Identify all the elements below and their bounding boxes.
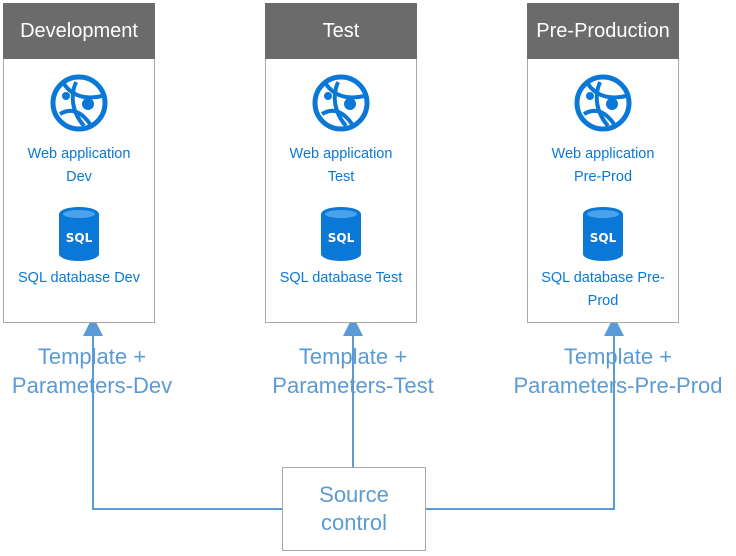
svg-text:SQL: SQL — [328, 231, 355, 245]
environment-development: Development Web application Dev SQL SQL … — [3, 3, 155, 323]
sql-database-icon: SQL — [321, 207, 361, 261]
arrow-to-pre-production — [426, 316, 624, 510]
globe-web-app-icon — [312, 74, 370, 132]
svg-text:SQL: SQL — [66, 231, 93, 245]
environment-title: Pre-Production — [527, 3, 679, 59]
sql-db-label: SQL database Dev — [18, 270, 140, 286]
globe-web-app-icon — [50, 74, 108, 132]
source-control-box: Source control — [282, 467, 426, 551]
template-parameters-test: Template + Parameters-Test — [272, 344, 434, 398]
arrow-to-development — [83, 316, 282, 510]
environment-test: Test Web application Test SQL SQL databa… — [265, 3, 417, 323]
svg-text:SQL: SQL — [590, 231, 617, 245]
web-app-label: Web application Test — [289, 146, 393, 185]
web-app-label: Web application Dev — [27, 146, 131, 185]
sql-db-label: SQL database Test — [279, 270, 403, 286]
environment-pre-production: Pre-Production Web application Pre-Prod … — [527, 3, 679, 323]
environment-title: Development — [3, 3, 155, 59]
globe-web-app-icon — [574, 74, 632, 132]
sql-database-icon: SQL — [583, 207, 623, 261]
sql-database-icon: SQL — [59, 207, 99, 261]
sql-db-label: SQL database Pre- Prod — [541, 270, 665, 309]
web-app-label: Web application Pre-Prod — [551, 146, 655, 185]
environment-title: Test — [265, 3, 417, 59]
template-parameters-pre-prod: Template + Parameters-Pre-Prod — [513, 344, 723, 398]
template-parameters-dev: Template + Parameters-Dev — [11, 344, 173, 398]
